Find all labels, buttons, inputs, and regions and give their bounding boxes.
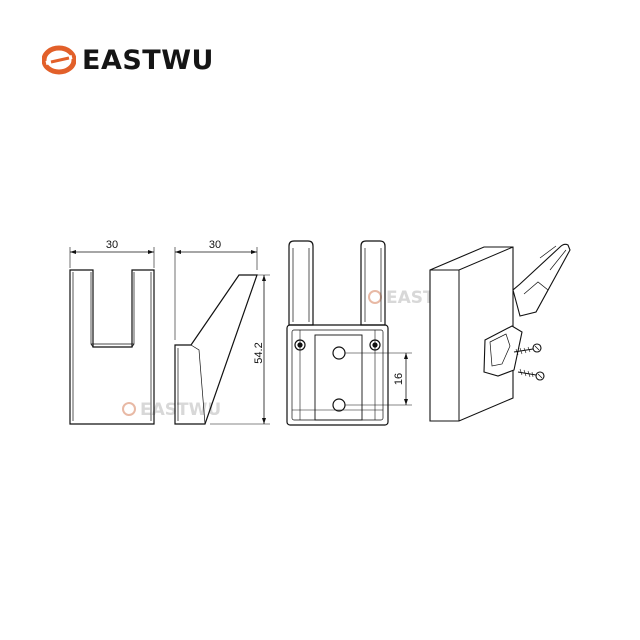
brand-name: EASTWU (82, 44, 214, 76)
eastwu-logo-icon (42, 45, 76, 75)
hook-part (512, 243, 571, 317)
back-right-arm (360, 240, 386, 326)
front-view-inner-edge (72, 272, 152, 421)
watermark-left: EASTWU (122, 400, 221, 420)
mount-hole-top (332, 346, 346, 360)
back-screw-right (369, 339, 381, 351)
height-label: 54.2 (253, 342, 265, 363)
screw-bottom-icon (517, 368, 545, 381)
side-view (174, 247, 270, 425)
front-view (69, 247, 155, 425)
wall-block (429, 246, 514, 422)
front-width-label: 30 (106, 239, 118, 251)
back-screw-left (294, 339, 306, 351)
front-view-outline (69, 269, 155, 425)
brand-header: EASTWU (42, 40, 214, 80)
mount-clip (483, 325, 523, 377)
back-recess (314, 334, 363, 421)
hole-spacing-label: 16 (393, 373, 405, 385)
watermark-text-left: EASTWU (140, 400, 221, 420)
back-left-arm (288, 240, 314, 326)
back-view (286, 240, 412, 426)
screw-top-icon (513, 343, 542, 356)
side-width-label: 30 (209, 239, 221, 251)
back-plate (286, 324, 389, 426)
install-view (429, 243, 571, 422)
mount-hole-bottom (332, 398, 346, 412)
